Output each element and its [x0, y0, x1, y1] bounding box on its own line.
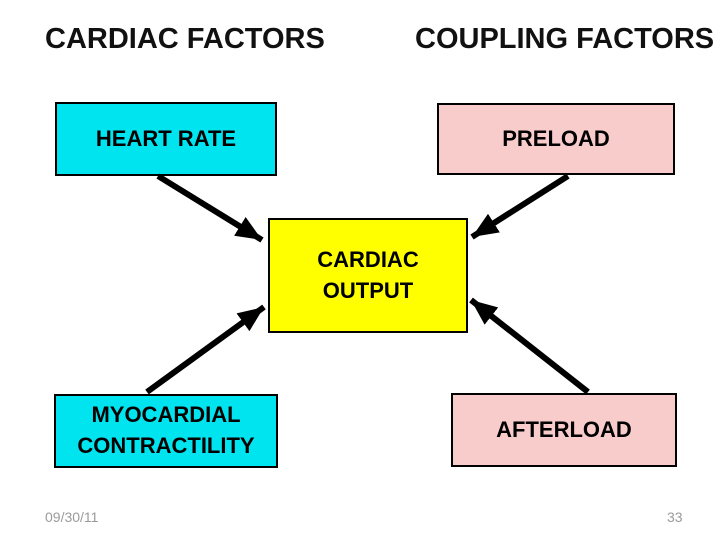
node-preload: PRELOAD: [437, 103, 675, 175]
node-heart-rate-label: HEART RATE: [95, 125, 237, 151]
node-cardiac-output: CARDIAC OUTPUT: [268, 218, 468, 333]
arrow-preload-to-cardiac-output: [470, 173, 570, 240]
arrow-myocardial-contractility-to-cardiac-output: [145, 304, 266, 395]
heading-coupling-factors: COUPLING FACTORS: [415, 23, 715, 55]
arrow-heart-rate-to-cardiac-output: [156, 173, 264, 243]
node-preload-label: PRELOAD: [502, 125, 610, 151]
node-myocardial-contractility-label: MYOCARDIAL CONTRACTILITY: [77, 402, 255, 458]
heading-cardiac-factors: CARDIAC FACTORS: [45, 23, 325, 55]
node-cardiac-output-label: CARDIAC OUTPUT: [317, 246, 419, 303]
node-afterload: AFTERLOAD: [451, 393, 677, 467]
slide-number: 33: [667, 509, 683, 525]
footer-date: 09/30/11: [45, 509, 99, 525]
node-afterload-label: AFTERLOAD: [496, 416, 632, 442]
node-myocardial-contractility: MYOCARDIAL CONTRACTILITY: [54, 394, 278, 468]
node-heart-rate: HEART RATE: [55, 102, 277, 176]
arrow-afterload-to-cardiac-output: [469, 297, 590, 395]
